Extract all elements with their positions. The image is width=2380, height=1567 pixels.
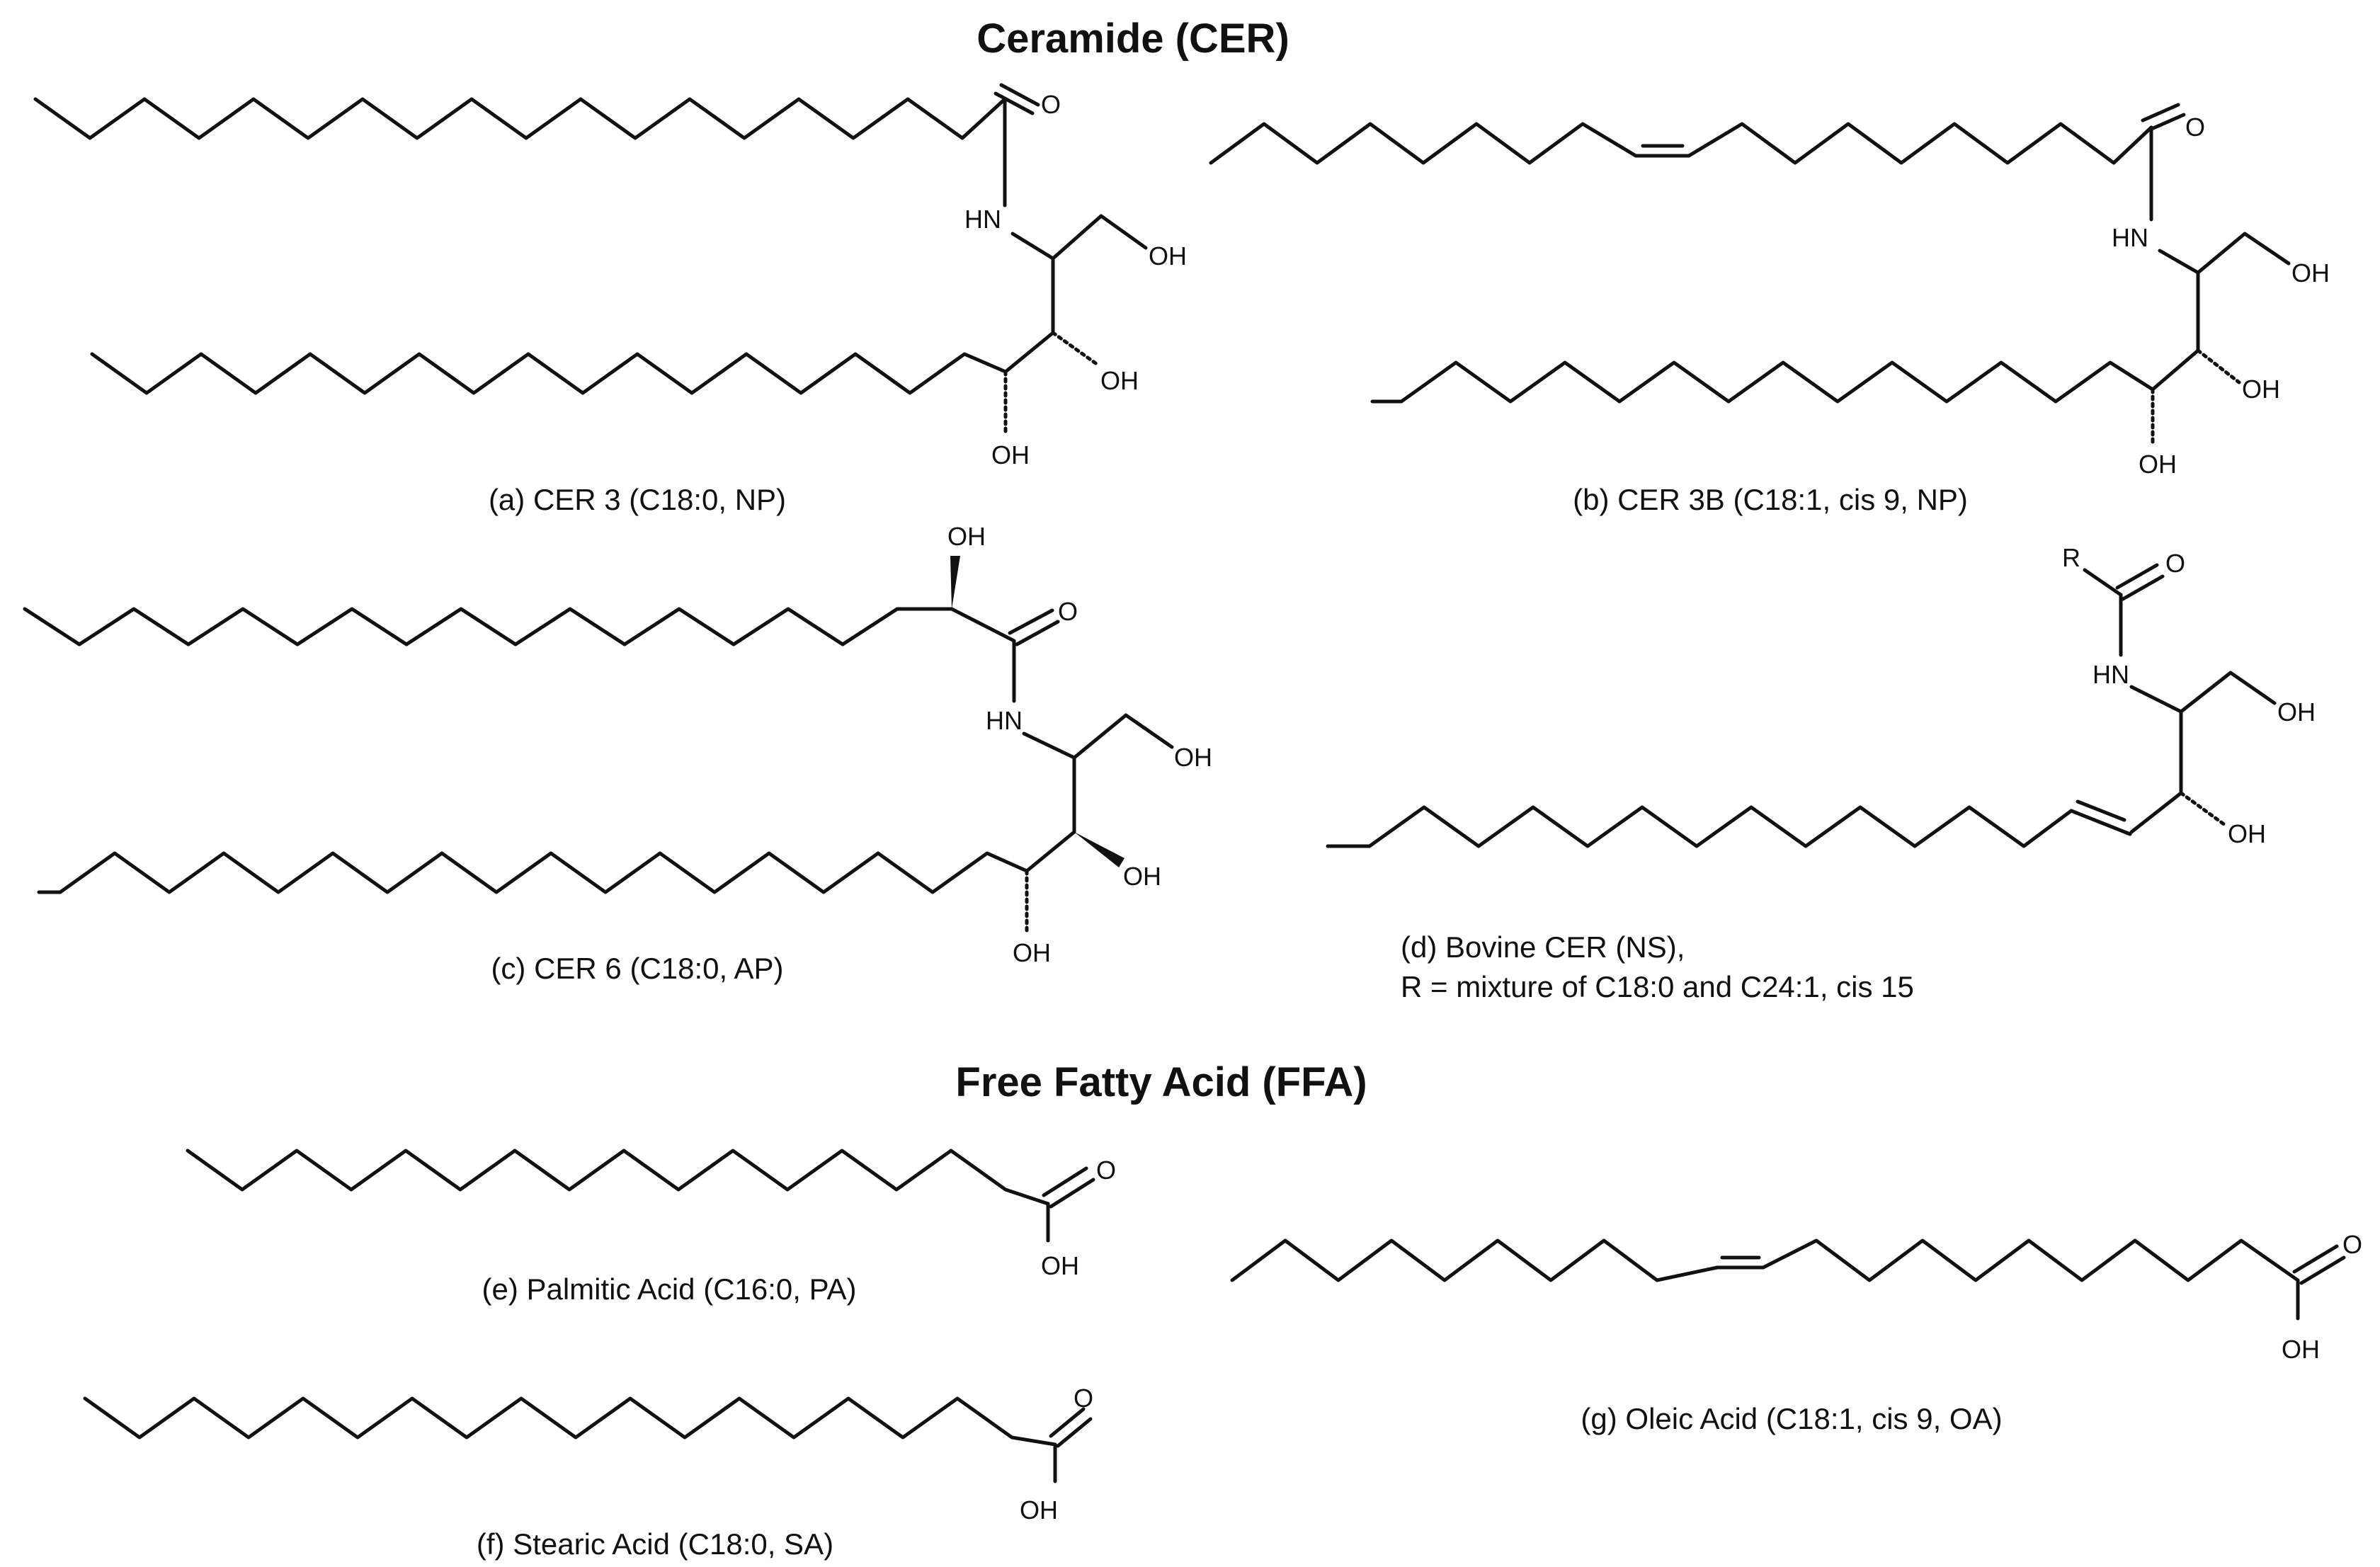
carbonyl-oxygen-label: O (1058, 597, 1078, 626)
ffa-section-title: Free Fatty Acid (FFA) (955, 1059, 1367, 1105)
r-carbonyl-bond (2083, 568, 2123, 597)
alkyl-chain (1230, 1238, 2300, 1282)
acyl-chain (33, 97, 1007, 140)
caption-e: (e) Palmitic Acid (C16:0, PA) (482, 1272, 856, 1306)
c3-hydroxyl-hash (1051, 331, 1100, 367)
amide-nh-label: HN (986, 706, 1023, 735)
c3-hydroxyl-label: OH (1100, 366, 1139, 395)
carbonyl-oxygen-label: O (2165, 549, 2185, 578)
c1-hydroxyl-label: OH (1149, 241, 1187, 270)
r-group-label: R (2062, 543, 2080, 572)
c3-hydroxyl-wedge (1074, 832, 1124, 867)
amide-nh-label: HN (964, 205, 1001, 234)
alpha-c-carbonyl (950, 607, 1016, 643)
amide-nh-label: HN (2093, 660, 2129, 689)
carbonyl-bond-2 (2121, 574, 2165, 601)
n-c2-bond (1022, 731, 1076, 760)
c4-hydroxyl-label: OH (2139, 450, 2177, 479)
alpha-hydroxyl-wedge (950, 556, 960, 609)
carbonyl-bond-2 (999, 83, 1040, 107)
carbonyl-bond (993, 91, 1035, 115)
molecule-cer-3b: O HN OH OH OH (b) CER 3B (C18:1, cis 9, … (1209, 103, 2330, 516)
hydroxyl-label: OH (1020, 1495, 1058, 1525)
c3-hydroxyl-hash (2179, 791, 2227, 827)
molecule-stearic-acid: O OH (f) Stearic Acid (C18:0, SA) (83, 1384, 1093, 1561)
alkyl-chain (186, 1149, 1050, 1206)
c3-hydroxyl-hash (2196, 348, 2241, 384)
molecule-oleic-acid: O OH (g) Oleic Acid (C18:1, cis 9, OA) (1230, 1230, 2362, 1435)
acyl-chain-oleoyl (1209, 122, 2153, 165)
ceramide-section-title: Ceramide (CER) (977, 16, 1289, 62)
carbonyl-bond-2 (1049, 1178, 1095, 1209)
carbonyl-bond-2 (1056, 1417, 1093, 1448)
carbonyl-bond (1049, 1407, 1086, 1438)
n-c2-bond (2129, 685, 2183, 714)
caption-b: (b) CER 3B (C18:1, cis 9, NP) (1573, 483, 1968, 516)
carbonyl-bond (1042, 1166, 1088, 1197)
c3-hydroxyl-label: OH (2242, 375, 2280, 404)
carbonyl-oxygen-label: O (2185, 113, 2205, 142)
amide-nh-label: HN (2112, 223, 2148, 252)
carbonyl-bond (2292, 1244, 2339, 1274)
c1-hydroxymethyl (1072, 713, 1174, 760)
c1-hydroxymethyl (2196, 232, 2291, 275)
caption-d-line1: (d) Bovine CER (NS), (1401, 930, 1685, 964)
trans-double-bond-2 (2076, 799, 2126, 822)
c3-c4-bond (2151, 348, 2200, 392)
c3-c4-bond (1003, 331, 1055, 374)
molecule-palmitic-acid: O OH (e) Palmitic Acid (C16:0, PA) (186, 1149, 1116, 1306)
c4-hydroxyl-label: OH (1013, 938, 1051, 967)
molecule-cer-3: O HN OH OH OH (a) CER 3 (C18:0, NP) (33, 83, 1187, 516)
sphingoid-chain (1370, 360, 2155, 404)
molecule-cer-6: OH O HN OH OH OH (c) CER 6 (C18:0, AP) (23, 522, 1212, 985)
c1-hydroxyl-label: OH (2277, 697, 2316, 726)
c1-hydroxyl-label: OH (2291, 258, 2330, 287)
acyl-chain (23, 607, 954, 646)
n-c2-bond (2158, 249, 2200, 275)
carbonyl-oxygen-label: O (1096, 1156, 1116, 1185)
c1-hydroxyl-label: OH (1174, 743, 1212, 772)
c1-hydroxymethyl (2179, 671, 2277, 714)
carbonyl-bond (2141, 103, 2180, 122)
c3-c4-bond (2129, 791, 2183, 834)
sphingoid-chain (37, 851, 1029, 894)
c3-c4-bond (1025, 830, 1076, 873)
sphingoid-chain (90, 352, 1008, 395)
c4-hydroxyl-label: OH (991, 440, 1030, 469)
c1-hydroxymethyl (1051, 214, 1148, 261)
c3-hydroxyl-label: OH (1123, 862, 1161, 891)
carbonyl-bond (2115, 563, 2159, 590)
molecule-bovine-cer: R O HN OH OH (d) Bovine CER (NS), R = mi… (1326, 543, 2316, 1003)
carbonyl-oxygen-label: O (1074, 1384, 1093, 1413)
caption-a: (a) CER 3 (C18:0, NP) (489, 483, 786, 516)
alpha-hydroxyl-label: OH (947, 522, 986, 551)
hydroxyl-label: OH (1041, 1251, 1079, 1280)
carbonyl-bond (1008, 608, 1054, 635)
caption-d-line2: R = mixture of C18:0 and C24:1, cis 15 (1401, 970, 1914, 1003)
carbonyl-bond-2 (1015, 620, 1060, 646)
trans-double-bond (2069, 809, 2132, 836)
carbonyl-oxygen-label: O (2342, 1230, 2362, 1259)
caption-f: (f) Stearic Acid (C18:0, SA) (477, 1527, 833, 1561)
sphingoid-chain (1326, 805, 2073, 848)
alkyl-chain (83, 1396, 1057, 1447)
carbonyl-bond-2 (2299, 1255, 2346, 1285)
caption-c: (c) CER 6 (C18:0, AP) (491, 952, 783, 985)
hydroxyl-label: OH (2282, 1335, 2320, 1364)
carbonyl-bond-2 (2146, 113, 2186, 132)
c3-hydroxyl-label: OH (2228, 819, 2266, 848)
carbonyl-oxygen-label: O (1041, 90, 1061, 119)
caption-g: (g) Oleic Acid (C18:1, cis 9, OA) (1581, 1402, 2002, 1435)
n-c2-bond (1010, 232, 1055, 261)
